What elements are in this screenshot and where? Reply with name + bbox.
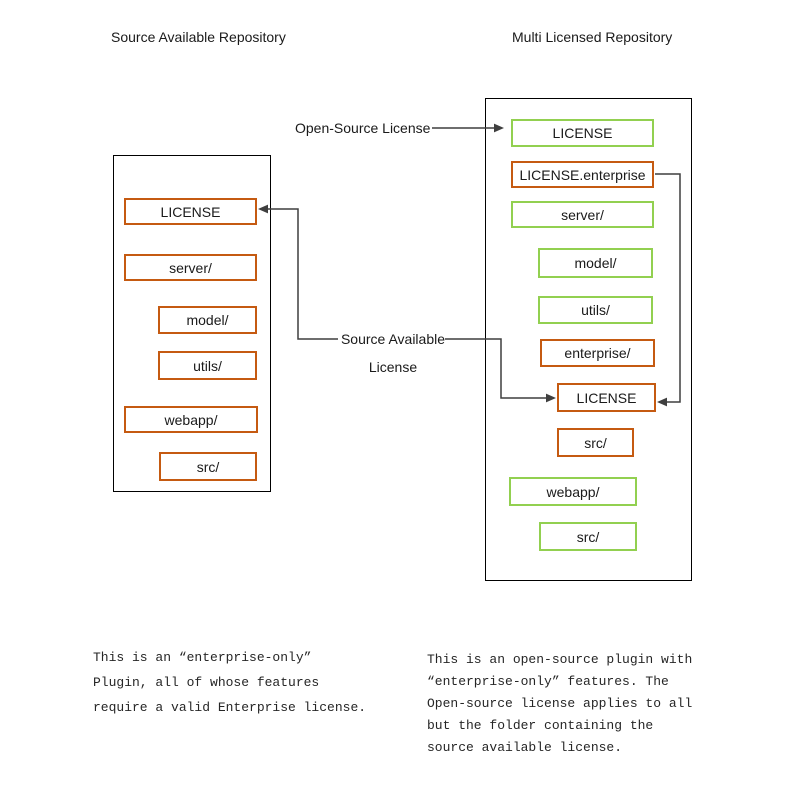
caption-line: but the folder containing the	[427, 718, 654, 733]
source-available-label-line2: License	[325, 359, 461, 375]
right-node-server: server/	[511, 201, 654, 228]
open-source-license-label: Open-Source License	[292, 120, 434, 136]
caption-line: require a valid Enterprise license.	[93, 700, 367, 715]
right-repo-title: Multi Licensed Repository	[512, 29, 673, 45]
right-node-webapp: webapp/	[509, 477, 637, 506]
left-node-src: src/	[159, 452, 257, 481]
left-node-server: server/	[124, 254, 257, 281]
right-node-license-enterprise: LICENSE.enterprise	[511, 161, 654, 188]
right-node-src-bottom: src/	[539, 522, 637, 551]
caption-line: This is an “enterprise-only”	[93, 650, 312, 665]
source-available-left-arrow	[268, 208, 338, 340]
right-node-model: model/	[538, 248, 653, 278]
caption-line: “enterprise-only” features. The	[427, 674, 669, 689]
caption-line: This is an open-source plugin with	[427, 652, 693, 667]
left-node-utils: utils/	[158, 351, 257, 380]
right-node-utils: utils/	[538, 296, 653, 324]
left-node-webapp: webapp/	[124, 406, 258, 433]
source-available-label-line1: Source Available	[325, 331, 461, 347]
caption-line: Plugin, all of whose features	[93, 675, 320, 690]
caption-line: source available license.	[427, 740, 623, 755]
left-repo-caption: This is an “enterprise-only” Plugin, all…	[93, 645, 366, 720]
left-node-model: model/	[158, 306, 257, 334]
left-repo-title: Source Available Repository	[111, 29, 286, 45]
caption-line: Open-source license applies to all	[427, 696, 693, 711]
right-node-enterprise-folder: enterprise/	[540, 339, 655, 367]
left-node-license: LICENSE	[124, 198, 257, 225]
right-node-src-inner: src/	[557, 428, 634, 457]
right-repo-caption: This is an open-source plugin with “ente…	[427, 649, 692, 759]
right-node-license-inner: LICENSE	[557, 383, 656, 412]
right-node-license-top: LICENSE	[511, 119, 654, 147]
